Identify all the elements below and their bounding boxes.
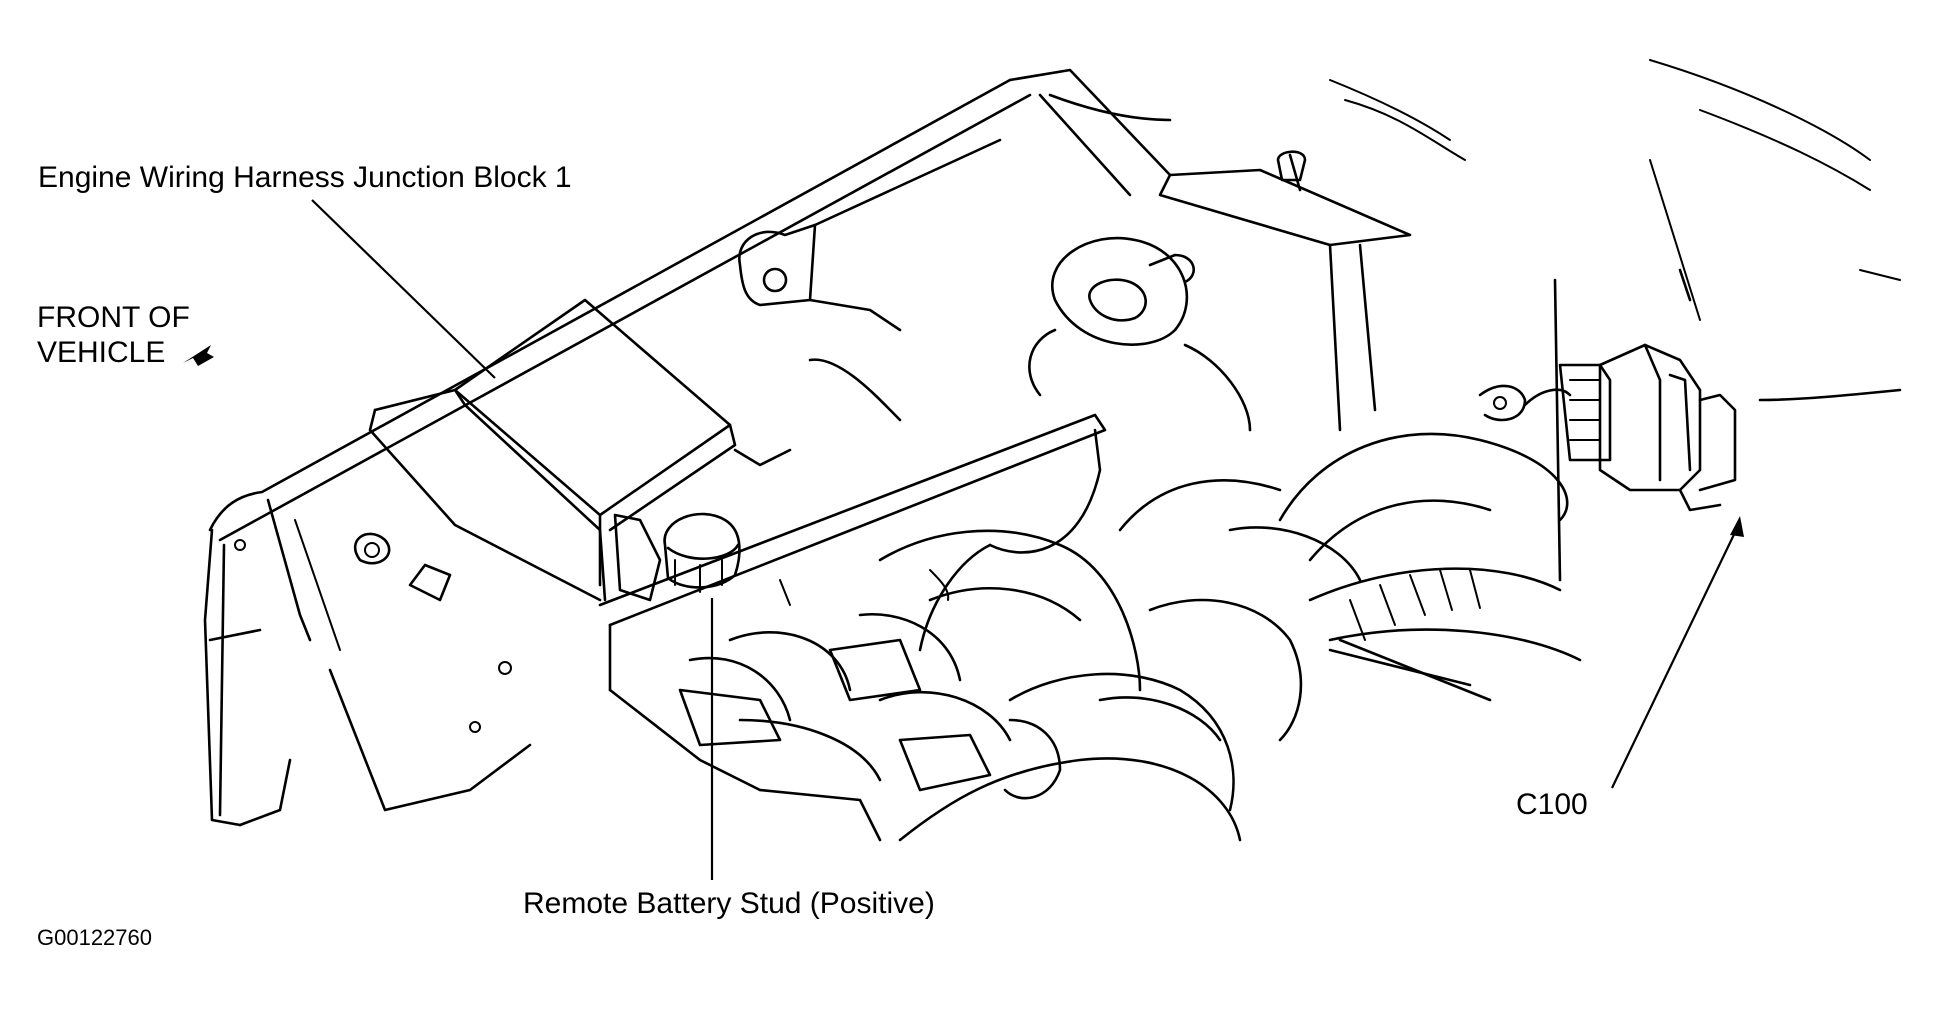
support-rail [598,413,1107,692]
c100-leader [1611,521,1741,789]
figure-id-label: G00122760 [37,925,152,950]
mounting-bracket [738,138,1002,422]
battery-stud-label: Remote Battery Stud (Positive) [523,887,935,920]
c100-connector [1478,268,1902,582]
front-direction-arrow [183,345,214,366]
c100-leader-arrowhead [1730,516,1744,537]
battery-stud [663,512,741,593]
front-of-vehicle-label-line1: FRONT OF [37,301,190,334]
junction-block-box [368,298,737,602]
c100-connector-label: C100 [1516,788,1588,821]
junction-block-leader [311,199,496,379]
front-of-vehicle-label-line2: VEHICLE [37,336,166,369]
fender-outline [203,78,1032,827]
junction-block-label: Engine Wiring Harness Junction Block 1 [38,161,572,194]
firewall-structure [1008,59,1901,432]
engine-hoses [608,432,1582,842]
strut-tower [1028,236,1252,432]
